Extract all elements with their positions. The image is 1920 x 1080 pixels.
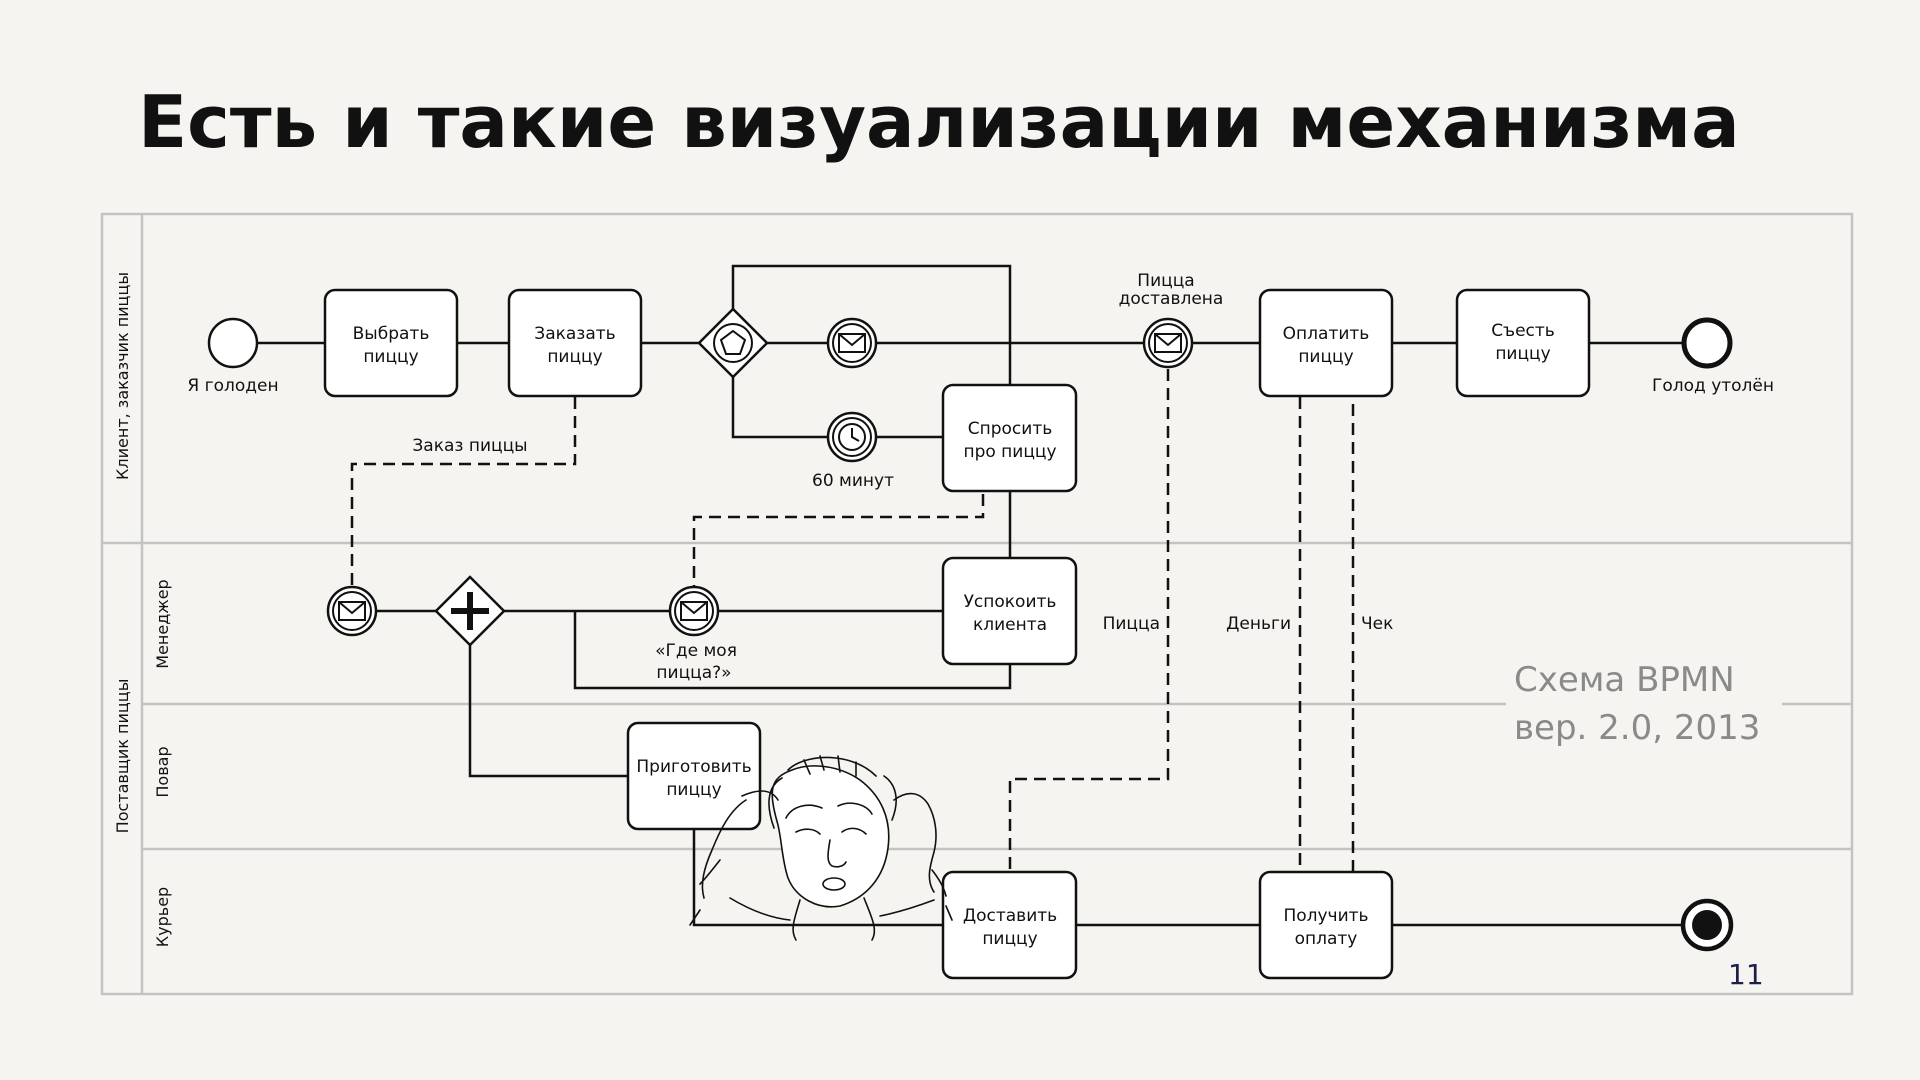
task-order-pizza xyxy=(507,288,643,398)
task-label: Заказать xyxy=(534,324,615,344)
task-label: пиццу xyxy=(1298,347,1353,367)
event-label-where: «Где моя xyxy=(655,641,737,661)
event-label-start: Я голоден xyxy=(187,376,278,396)
task-label: Доставить xyxy=(963,906,1057,926)
message-flows xyxy=(350,369,1355,872)
flow-label-order: Заказ пиццы xyxy=(412,436,527,456)
envelope-icon xyxy=(668,585,720,637)
task-label: Приготовить xyxy=(636,757,751,777)
envelope-icon xyxy=(1142,317,1194,369)
lane-label-courier: Курьер xyxy=(153,887,172,947)
task-receive-payment xyxy=(1258,870,1394,980)
start-event xyxy=(207,317,259,369)
task-calm-client xyxy=(941,556,1078,666)
flow-label-receipt: Чек xyxy=(1361,614,1393,634)
task-label: пиццу xyxy=(547,347,602,367)
task-label: Спросить xyxy=(968,419,1053,439)
task-choose-pizza xyxy=(323,288,459,398)
task-label: пиццу xyxy=(982,929,1037,949)
task-label: Съесть xyxy=(1491,321,1555,341)
event-gateway-icon xyxy=(697,307,769,379)
flow-label-money: Деньги xyxy=(1226,614,1291,634)
caption-line: вер. 2.0, 2013 xyxy=(1514,708,1761,748)
task-label: оплату xyxy=(1295,929,1358,949)
task-label: Оплатить xyxy=(1283,324,1370,344)
task-label: пиццу xyxy=(363,347,418,367)
flow-label-pizza: Пицца xyxy=(1103,614,1160,634)
end-event-client xyxy=(1681,317,1733,369)
task-boxes xyxy=(323,288,1591,980)
task-label: про пиццу xyxy=(963,442,1056,462)
lane-label-provider: Поставщик пиццы xyxy=(113,679,132,834)
lane-label-cook: Повар xyxy=(153,746,172,797)
task-label: пиццу xyxy=(1495,344,1550,364)
event-label-delivered: доставлена xyxy=(1119,289,1224,309)
envelope-icon xyxy=(826,317,878,369)
diagram-caption: Схема BPMN вер. 2.0, 2013 xyxy=(1506,656,1782,752)
caption-line: Схема BPMN xyxy=(1514,660,1735,700)
clock-icon xyxy=(826,411,878,463)
task-deliver-pizza xyxy=(941,870,1078,980)
page-number: 11 xyxy=(1728,958,1764,991)
task-label: Получить xyxy=(1283,906,1368,926)
confused-face-illustration xyxy=(689,755,953,941)
task-label: Успокоить xyxy=(964,592,1057,612)
parallel-gateway-icon xyxy=(434,575,506,647)
task-pay-pizza xyxy=(1258,288,1394,398)
lane-label-manager: Менеджер xyxy=(153,579,172,668)
task-ask-pizza xyxy=(941,383,1078,493)
event-label-timer: 60 минут xyxy=(812,471,894,491)
task-eat-pizza xyxy=(1455,288,1591,398)
task-label: Выбрать xyxy=(353,324,430,344)
sequence-flows xyxy=(257,264,1685,927)
task-label: клиента xyxy=(973,615,1047,635)
task-label: пиццу xyxy=(666,780,721,800)
event-label-delivered: Пицца xyxy=(1137,271,1194,291)
event-label-where: пицца?» xyxy=(656,663,731,683)
pool-frame xyxy=(100,212,1854,996)
lane-label-client: Клиент, заказчик пиццы xyxy=(113,272,132,480)
event-label-end: Голод утолён xyxy=(1652,376,1774,396)
envelope-icon xyxy=(326,585,378,637)
page-title: Есть и такие визуализации механизма xyxy=(138,80,1740,164)
end-event-courier xyxy=(1680,898,1734,952)
task-cook-pizza xyxy=(626,721,762,831)
